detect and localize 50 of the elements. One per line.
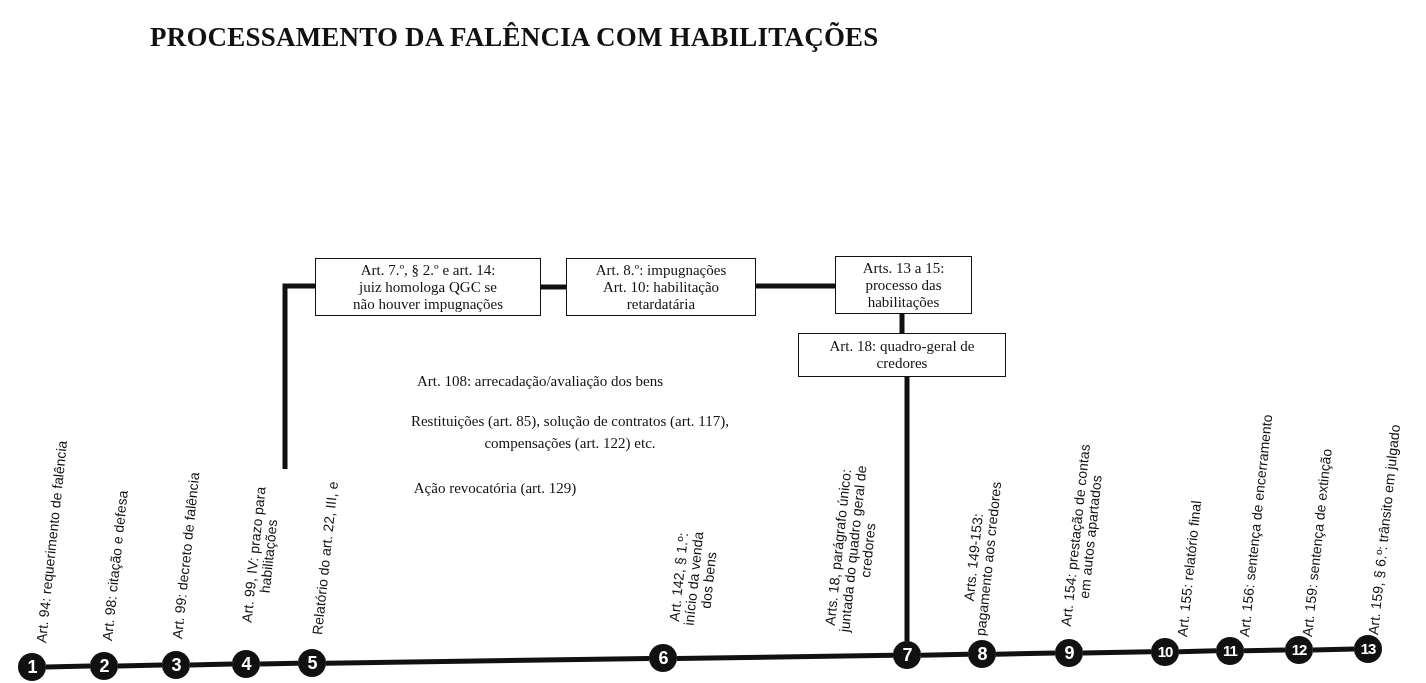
step-label: Arts. 149-153: pagamento aos credores [959, 479, 1005, 639]
step-label: Art. 99: decreto de falência [170, 471, 203, 640]
step-label: Arts. 18, parágrafo único: juntada do quadro geral de credores [822, 463, 880, 635]
connector-line [920, 651, 969, 658]
step-label: Art. 159: sentença de extinção [1300, 447, 1335, 638]
connector-line [259, 660, 299, 667]
step-marker: 11 [1216, 636, 1244, 665]
connector-line [1243, 647, 1286, 654]
diagram-title: PROCESSAMENTO DA FALÊNCIA COM HABILITAÇÕES [150, 22, 879, 53]
step-label: Art. 94: requerimento de falência [34, 440, 71, 644]
step-marker: 2 [90, 652, 118, 680]
connector-line [1082, 649, 1152, 656]
step-label: Relatório do art. 22, III, e [310, 480, 342, 636]
step-label: Art. 159, § 6.º: trânsito em julgado [1366, 423, 1403, 636]
step-label: Art. 154: prestação de contas em autos apartados [1058, 442, 1106, 630]
step-label: Art. 98: citação e defesa [100, 489, 131, 642]
article-box: Art. 7.º, § 2.º e art. 14: juiz homologa QGC se não houver impugnações [315, 258, 541, 316]
step-marker: 9 [1055, 639, 1083, 667]
step-marker: 3 [162, 651, 190, 680]
connector-line [756, 283, 835, 289]
step-label: Art. 155: relatório final [1175, 499, 1205, 638]
step-marker: 5 [298, 649, 326, 678]
step-marker: 7 [893, 641, 921, 670]
step-label: Art. 156: sentença de encerramento [1237, 413, 1276, 638]
article-box: Art. 8.º: impugnações Art. 10: habilitação retardatária [566, 258, 756, 316]
connector-line [45, 663, 91, 670]
step-marker: 6 [649, 644, 677, 673]
connector-line [904, 377, 910, 642]
step-label: Art. 99, IV: prazo para habilitações [238, 485, 282, 626]
note-text: Restituições (art. 85), solução de contratos (art. 117), compensações (art. 122) etc. [409, 412, 731, 453]
connector-line [117, 662, 163, 669]
step-label: Art. 142, § 1.º: início da venda dos bens [666, 529, 721, 629]
note-text: Art. 108: arrecadação/avaliação dos bens [415, 372, 665, 391]
connector-line [676, 652, 894, 661]
step-marker: 4 [232, 650, 260, 679]
connector-line [325, 656, 650, 666]
step-marker: 13 [1354, 634, 1382, 663]
connector-line [541, 284, 566, 290]
connector-line [1178, 648, 1217, 655]
step-marker: 10 [1151, 637, 1179, 666]
connector-line [189, 661, 233, 668]
step-marker: 8 [968, 640, 996, 669]
note-text: Ação revocatória (art. 129) [412, 479, 578, 498]
article-box: Arts. 13 a 15: processo das habilitações [835, 256, 972, 314]
connector-line [995, 650, 1056, 657]
step-marker: 1 [18, 653, 46, 681]
article-box: Art. 18: quadro-geral de credores [798, 333, 1006, 377]
connector-line [282, 283, 315, 470]
connector-line [899, 314, 905, 333]
connector-line [1312, 646, 1355, 653]
